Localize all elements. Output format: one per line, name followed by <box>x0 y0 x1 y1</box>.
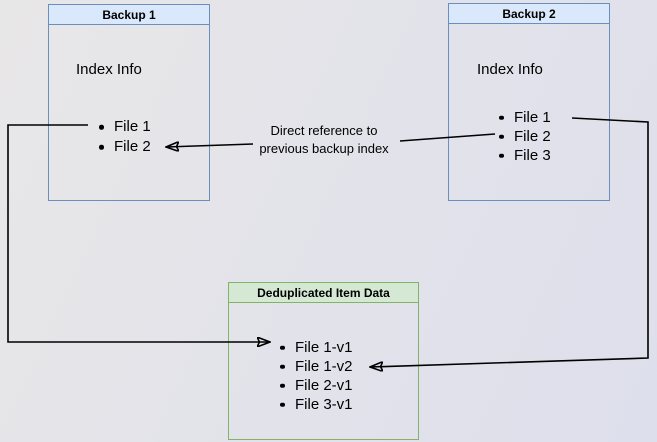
dedup-file-list: File 1-v1 File 1-v2 File 2-v1 File 3-v1 <box>295 338 353 414</box>
file-item: File 1-v1 <box>295 339 353 356</box>
file-item: File 3 <box>514 147 551 164</box>
backup2-file-list: File 1 File 2 File 3 <box>514 108 551 165</box>
backup2-index-info-label: Index Info <box>477 61 543 78</box>
dedup-box: Deduplicated Item Data File 1-v1 File 1-… <box>228 282 419 440</box>
edge-label-line1: Direct reference to <box>270 123 378 138</box>
file-item: File 2 <box>514 128 551 145</box>
backup2-box: Backup 2 Index Info File 1 File 2 File 3 <box>448 3 610 201</box>
dedup-header: Deduplicated Item Data <box>229 283 418 303</box>
file-item: File 1-v2 <box>295 358 353 375</box>
backup1-file-list: File 1 File 2 <box>114 117 151 157</box>
dedup-title: Deduplicated Item Data <box>257 285 390 300</box>
file-item: File 1 <box>514 109 551 126</box>
edge-label-line2: previous backup index <box>259 141 389 156</box>
backup2-title: Backup 2 <box>502 6 556 21</box>
file-item: File 2-v1 <box>295 377 353 394</box>
file-item: File 2 <box>114 138 151 155</box>
file-item: File 1 <box>114 118 151 135</box>
file-item: File 3-v1 <box>295 396 353 413</box>
edge-label: Direct reference to previous backup inde… <box>244 122 404 158</box>
backup1-header: Backup 1 <box>49 5 209 25</box>
backup2-header: Backup 2 <box>449 4 609 24</box>
backup1-box: Backup 1 Index Info File 1 File 2 <box>48 4 210 201</box>
backup1-title: Backup 1 <box>102 7 156 22</box>
backup1-index-info-label: Index Info <box>76 61 142 78</box>
